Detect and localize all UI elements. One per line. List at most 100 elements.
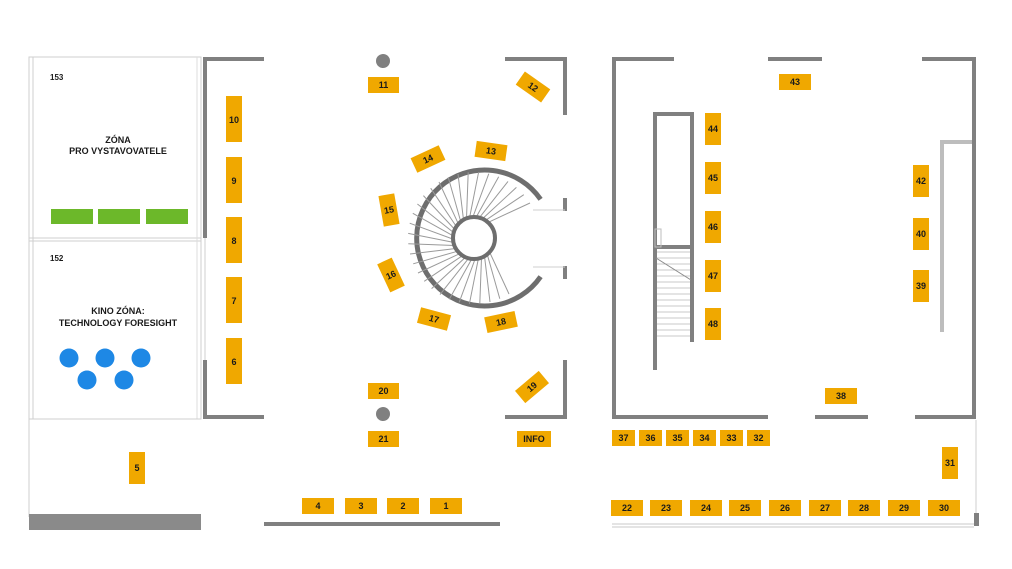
stand-27[interactable]: 27 <box>809 500 841 516</box>
stair-step <box>458 258 476 303</box>
svg-text:35: 35 <box>672 433 682 443</box>
stand-33[interactable]: 33 <box>720 430 743 446</box>
stand-32[interactable]: 32 <box>747 430 770 446</box>
stand-19[interactable]: 19 <box>514 370 550 404</box>
stand-37[interactable]: 37 <box>612 430 635 446</box>
straight-staircase <box>657 251 690 337</box>
stand-15[interactable]: 15 <box>378 193 400 227</box>
stand-39[interactable]: 39 <box>913 270 929 302</box>
svg-text:30: 30 <box>939 503 949 513</box>
cinema-seat <box>59 348 79 368</box>
cinema-seat <box>131 348 151 368</box>
stand-26[interactable]: 26 <box>769 500 801 516</box>
stand-9[interactable]: 9 <box>226 157 242 203</box>
stand-1[interactable]: 1 <box>430 498 462 514</box>
stand-35[interactable]: 35 <box>666 430 689 446</box>
stand-2[interactable]: 2 <box>387 498 419 514</box>
svg-text:25: 25 <box>740 503 750 513</box>
stand-44[interactable]: 44 <box>705 113 721 145</box>
stair-step <box>417 253 461 274</box>
svg-text:32: 32 <box>753 433 763 443</box>
exhibitor-table <box>146 209 188 224</box>
exhibitor-table <box>98 209 140 224</box>
stair-step <box>430 187 457 227</box>
stand-40[interactable]: 40 <box>913 218 929 250</box>
svg-text:11: 11 <box>379 80 389 90</box>
stand-43[interactable]: 43 <box>779 74 811 90</box>
wall-segment <box>915 57 976 419</box>
svg-text:9: 9 <box>231 176 236 186</box>
stand-29[interactable]: 29 <box>888 500 920 516</box>
svg-text:7: 7 <box>231 296 236 306</box>
staircase-outer-ring <box>414 167 543 309</box>
stand-7[interactable]: 7 <box>226 277 242 323</box>
stair-steps <box>408 172 531 304</box>
svg-text:36: 36 <box>645 433 655 443</box>
stand-18[interactable]: 18 <box>484 310 518 334</box>
column <box>376 54 390 68</box>
stand-28[interactable]: 28 <box>848 500 880 516</box>
svg-text:6: 6 <box>231 357 236 367</box>
svg-text:23: 23 <box>661 503 671 513</box>
stand-4[interactable]: 4 <box>302 498 334 514</box>
stand-16[interactable]: 16 <box>377 257 405 293</box>
stand-21[interactable]: 21 <box>368 431 399 447</box>
stand-42[interactable]: 42 <box>913 165 929 197</box>
stair-step <box>447 177 462 222</box>
svg-text:14: 14 <box>421 152 434 165</box>
stair-step <box>489 251 510 295</box>
stand-23[interactable]: 23 <box>650 500 682 516</box>
stand-47[interactable]: 47 <box>705 260 721 292</box>
stand-34[interactable]: 34 <box>693 430 716 446</box>
stand-20[interactable]: 20 <box>368 383 399 399</box>
svg-text:1: 1 <box>443 501 448 511</box>
stand-11[interactable]: 11 <box>368 77 399 93</box>
stand-31[interactable]: 31 <box>942 447 958 479</box>
stand-25[interactable]: 25 <box>729 500 761 516</box>
stand-12[interactable]: 12 <box>515 71 551 103</box>
svg-text:45: 45 <box>708 173 718 183</box>
svg-text:20: 20 <box>378 386 388 396</box>
stair-step <box>438 181 459 225</box>
stand-6[interactable]: 6 <box>226 338 242 384</box>
svg-text:4: 4 <box>315 501 320 511</box>
stand-45[interactable]: 45 <box>705 162 721 194</box>
svg-text:3: 3 <box>358 501 363 511</box>
svg-text:12: 12 <box>526 80 540 94</box>
stand-22[interactable]: 22 <box>611 500 643 516</box>
stand-36[interactable]: 36 <box>639 430 662 446</box>
stand-30[interactable]: 30 <box>928 500 960 516</box>
stand-5[interactable]: 5 <box>129 452 145 484</box>
svg-text:24: 24 <box>701 503 711 513</box>
wall-segment <box>203 360 264 419</box>
stair-step <box>466 172 469 219</box>
cinema-seat <box>114 370 134 390</box>
stand-13[interactable]: 13 <box>474 140 508 162</box>
svg-text:29: 29 <box>899 503 909 513</box>
column <box>376 407 390 421</box>
stair-step <box>408 243 455 246</box>
stair-step <box>468 258 479 304</box>
room-number-152: 152 <box>50 254 64 263</box>
stand-14[interactable]: 14 <box>410 145 446 173</box>
stand-46[interactable]: 46 <box>705 211 721 243</box>
svg-text:5: 5 <box>134 463 139 473</box>
stand-3[interactable]: 3 <box>345 498 377 514</box>
svg-text:19: 19 <box>525 380 539 394</box>
cinema-zone-title: KINO ZÓNA: <box>91 305 145 316</box>
stand-17[interactable]: 17 <box>416 307 452 331</box>
wall-segment <box>505 57 567 115</box>
stand-48[interactable]: 48 <box>705 308 721 340</box>
svg-text:INFO: INFO <box>523 434 545 444</box>
svg-text:42: 42 <box>916 176 926 186</box>
wall-segment <box>974 513 979 526</box>
stand-24[interactable]: 24 <box>690 500 722 516</box>
exhibitor-table <box>51 209 93 224</box>
stand-38[interactable]: 38 <box>825 388 857 404</box>
stand-8[interactable]: 8 <box>226 217 242 263</box>
stand-info[interactable]: INFO <box>517 431 551 447</box>
stair-step <box>423 195 456 230</box>
stair-step <box>486 254 501 299</box>
stand-10[interactable]: 10 <box>226 96 242 142</box>
